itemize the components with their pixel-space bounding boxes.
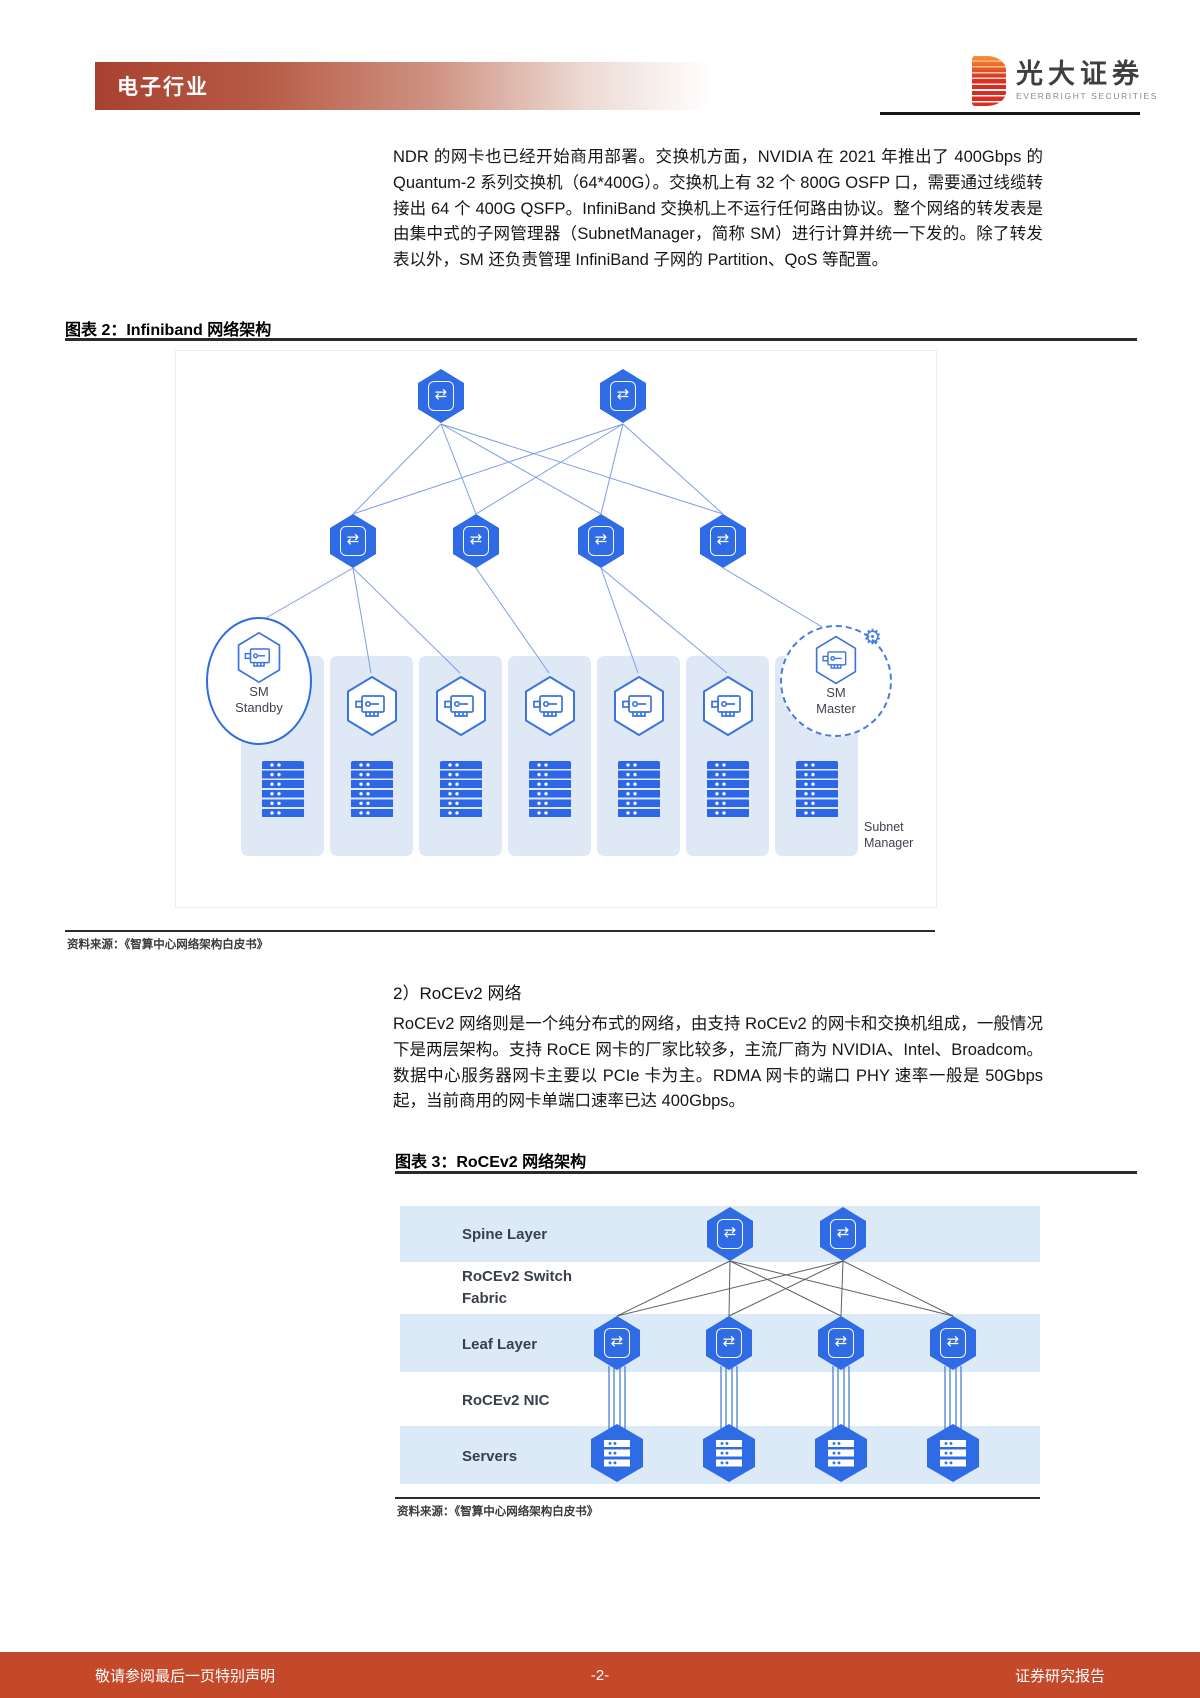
nic-card-icon	[346, 676, 397, 736]
server-rack-icon	[261, 761, 304, 818]
brand-name-en: EVERBRIGHT SECURITIES	[1016, 91, 1159, 101]
server-rack-icon	[439, 761, 482, 818]
nic-card-icon	[237, 631, 281, 684]
brand-logo: 光大证券 EVERBRIGHT SECURITIES	[972, 56, 1158, 106]
nic-node	[701, 675, 755, 742]
brand-name-cn: 光大证券	[1016, 59, 1144, 89]
switch-icon: ⇄	[588, 526, 614, 556]
nic-node	[345, 675, 399, 742]
sm-standby-label: SM Standby	[235, 684, 283, 716]
nic-card-icon	[613, 676, 664, 736]
connection-lines	[263, 423, 825, 674]
sm-master-label: SM Master	[816, 685, 856, 717]
host-column	[686, 656, 769, 856]
footer-page-number: -2-	[590, 1666, 610, 1684]
subnet-manager-label: Subnet Manager	[864, 820, 914, 851]
layer-label-leaf: Leaf Layer	[462, 1336, 538, 1353]
category-label: 电子行业	[117, 76, 209, 99]
footer-bar: -2- 敬请参阅最后一页特别声明 证券研究报告	[0, 1652, 1200, 1698]
body-paragraph-2: RoCEv2 网络则是一个纯分布式的网络，由支持 RoCEv2 的网卡和交换机组…	[393, 1015, 1043, 1111]
nic-node	[612, 675, 666, 742]
roce-section-heading: 2）RoCEv2 网络	[393, 984, 522, 1003]
layer-label-nic: RoCEv2 NIC	[462, 1392, 550, 1409]
nic-node	[523, 675, 577, 742]
switch-icon: ⇄	[428, 381, 454, 411]
host-column	[419, 656, 502, 856]
switch-icon: ⇄	[610, 381, 636, 411]
figure3-title: 图表 3：RoCEv2 网络架构	[395, 1154, 587, 1171]
layer-label-servers: Servers	[462, 1448, 518, 1465]
server-icon	[604, 1439, 630, 1467]
host-column	[330, 656, 413, 856]
nic-card-icon	[815, 635, 857, 685]
figure2-source: 资料来源：《智算中心网络架构白皮书》	[67, 939, 269, 951]
gear-icon: ⚙	[863, 626, 882, 649]
host-column	[597, 656, 680, 856]
figure2-title: 图表 2：Infiniband 网络架构	[65, 322, 272, 339]
brand-logo-mark	[972, 56, 1006, 106]
host-column	[508, 656, 591, 856]
figure3-source-rule	[395, 1497, 1040, 1499]
switch-icon: ⇄	[940, 1328, 966, 1358]
nic-node	[434, 675, 488, 742]
server-icon	[716, 1439, 742, 1467]
switch-icon: ⇄	[340, 526, 366, 556]
brand-text: 光大证券 EVERBRIGHT SECURITIES	[1016, 59, 1159, 102]
switch-icon: ⇄	[604, 1328, 630, 1358]
nic-card-icon	[435, 676, 486, 736]
sm-master-badge: ⚙ SM Master	[780, 625, 892, 737]
figure3-title-rule	[395, 1171, 1137, 1174]
server-rack-icon	[617, 761, 660, 818]
switch-icon: ⇄	[716, 1328, 742, 1358]
switch-icon: ⇄	[710, 526, 736, 556]
layer-label-fabric: RoCEv2 Switch Fabric	[462, 1268, 573, 1307]
figure2-source-rule	[65, 930, 935, 932]
server-icon	[828, 1439, 854, 1467]
figure3-source: 资料来源：《智算中心网络架构白皮书》	[397, 1506, 599, 1518]
switch-icon: ⇄	[828, 1328, 854, 1358]
server-rack-icon	[795, 761, 838, 818]
server-rack-icon	[528, 761, 571, 818]
figure3-canvas: Spine Layer RoCEv2 Switch Fabric Leaf La…	[400, 1206, 1040, 1484]
category-band: 电子行业	[95, 62, 745, 110]
fabric-lines	[608, 1260, 962, 1432]
footer-disclaimer: 敬请参阅最后一页特别声明	[95, 1667, 276, 1685]
sm-standby-badge: SM Standby	[206, 617, 312, 745]
switch-icon: ⇄	[463, 526, 489, 556]
figure2-title-rule	[65, 338, 1137, 341]
server-rack-icon	[706, 761, 749, 818]
figure2-canvas: ⇄ ⇄ ⇄ ⇄ ⇄ ⇄	[175, 350, 937, 908]
nic-card-icon	[702, 676, 753, 736]
switch-icon: ⇄	[830, 1219, 856, 1249]
footer-report-type: 证券研究报告	[1014, 1667, 1105, 1685]
server-rack-icon	[350, 761, 393, 818]
header-divider	[880, 112, 1140, 115]
body-paragraph-1: NDR 的网卡也已经开始商用部署。交换机方面，NVIDIA 在 2021 年推出…	[393, 148, 1043, 270]
layer-label-spine: Spine Layer	[462, 1226, 548, 1243]
switch-icon: ⇄	[717, 1219, 743, 1249]
nic-card-icon	[524, 676, 575, 736]
server-icon	[940, 1439, 966, 1467]
